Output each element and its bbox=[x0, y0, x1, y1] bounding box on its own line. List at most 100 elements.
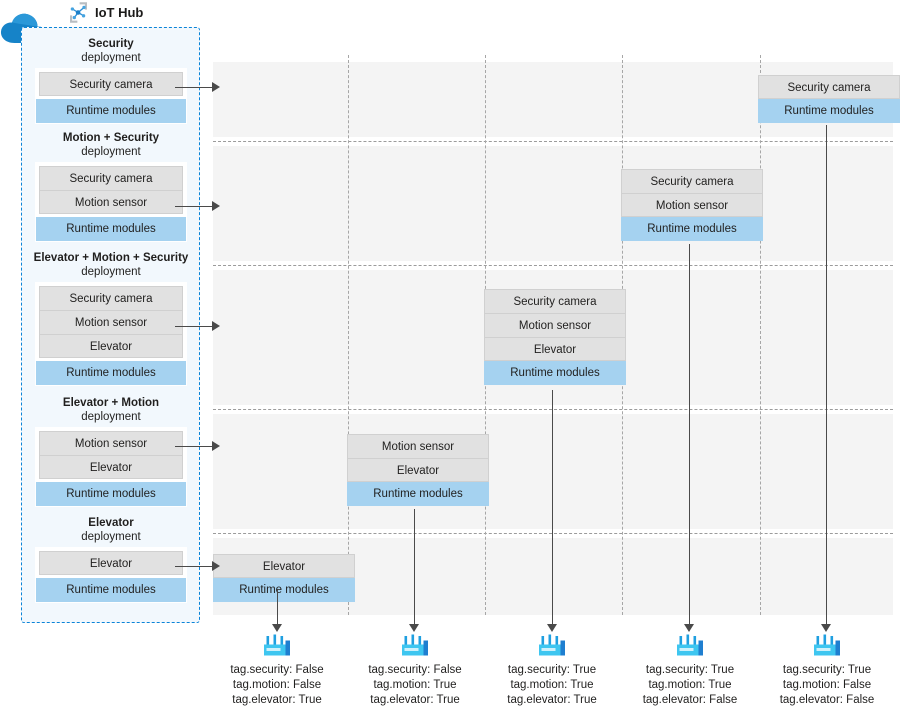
deployment-label: Elevator + Motion + Security deployment bbox=[22, 252, 200, 279]
runtime-modules-bar: Runtime modules bbox=[36, 217, 186, 241]
device-tag: tag.elevator: False bbox=[642, 694, 738, 706]
device-1[interactable]: tag.security: False tag.motion: True tag… bbox=[335, 634, 495, 708]
device-tags: tag.security: False tag.motion: True tag… bbox=[335, 663, 495, 708]
deployment-motion-security[interactable]: Motion + Security deployment Security ca… bbox=[22, 132, 200, 242]
device-arrow bbox=[547, 390, 558, 635]
deployment-sub: deployment bbox=[81, 410, 141, 423]
runtime-modules-bar: Runtime modules bbox=[621, 217, 763, 241]
device-tag: tag.motion: False bbox=[782, 679, 872, 691]
deployment-card: Motion sensor Elevator Runtime modules bbox=[35, 427, 187, 507]
deployment-arrow bbox=[175, 441, 220, 452]
grid-deployment-box[interactable]: Security camera Motion sensor Runtime mo… bbox=[621, 169, 763, 241]
deployment-elevator-motion-security[interactable]: Elevator + Motion + Security deployment … bbox=[22, 252, 200, 386]
deployment-sub: deployment bbox=[81, 51, 141, 64]
deployment-label: Elevator deployment bbox=[22, 517, 200, 544]
device-tags: tag.security: True tag.motion: True tag.… bbox=[472, 663, 632, 708]
runtime-modules-bar: Runtime modules bbox=[484, 361, 626, 385]
module-item: Security camera bbox=[39, 72, 183, 96]
deployment-sub: deployment bbox=[81, 145, 141, 158]
deployment-label: Elevator + Motion deployment bbox=[22, 397, 200, 424]
grid-column-separator bbox=[760, 55, 761, 615]
module-item: Motion sensor bbox=[621, 193, 763, 217]
device-3[interactable]: tag.security: True tag.motion: True tag.… bbox=[610, 634, 770, 708]
grid-deployment-box[interactable]: Security camera Motion sensor Elevator R… bbox=[484, 289, 626, 385]
deployment-card: Security camera Motion sensor Runtime mo… bbox=[35, 162, 187, 242]
deployment-card: Security camera Runtime modules bbox=[35, 68, 187, 124]
deployment-label: Motion + Security deployment bbox=[22, 132, 200, 159]
module-item: Security camera bbox=[39, 286, 183, 310]
deployment-card: Security camera Motion sensor Elevator R… bbox=[35, 282, 187, 386]
device-tags: tag.security: True tag.motion: True tag.… bbox=[610, 663, 770, 708]
module-item: Security camera bbox=[621, 169, 763, 193]
module-item: Security camera bbox=[39, 166, 183, 190]
runtime-modules-bar: Runtime modules bbox=[347, 482, 489, 506]
grid-column-separator bbox=[348, 55, 349, 615]
module-item: Elevator bbox=[213, 554, 355, 578]
deployment-sub: deployment bbox=[81, 265, 141, 278]
device-arrow bbox=[409, 509, 420, 635]
runtime-modules-bar: Runtime modules bbox=[758, 99, 900, 123]
device-tag: tag.security: False bbox=[230, 664, 324, 676]
device-arrow bbox=[272, 590, 283, 635]
device-arrow bbox=[684, 244, 695, 635]
deployment-elevator-motion[interactable]: Elevator + Motion deployment Motion sens… bbox=[22, 397, 200, 507]
factory-icon bbox=[539, 634, 565, 656]
module-item: Elevator bbox=[39, 334, 183, 358]
deployment-name: Elevator + Motion + Security bbox=[33, 252, 189, 264]
deployment-sub: deployment bbox=[81, 530, 141, 543]
module-item: Motion sensor bbox=[39, 190, 183, 214]
device-2[interactable]: tag.security: True tag.motion: True tag.… bbox=[472, 634, 632, 708]
module-item: Motion sensor bbox=[484, 313, 626, 337]
device-tag: tag.motion: False bbox=[232, 679, 322, 691]
runtime-modules-bar: Runtime modules bbox=[36, 361, 186, 385]
factory-icon bbox=[402, 634, 428, 656]
grid-row-separator bbox=[213, 141, 893, 142]
factory-icon bbox=[814, 634, 840, 656]
deployment-name: Security bbox=[88, 38, 134, 50]
deployment-name: Elevator bbox=[88, 517, 134, 529]
grid-deployment-box[interactable]: Security camera Runtime modules bbox=[758, 75, 900, 123]
device-4[interactable]: tag.security: True tag.motion: False tag… bbox=[747, 634, 906, 708]
device-tag: tag.security: True bbox=[507, 664, 597, 676]
device-tags: tag.security: False tag.motion: False ta… bbox=[197, 663, 357, 708]
factory-icon bbox=[264, 634, 290, 656]
grid-deployment-box[interactable]: Elevator Runtime modules bbox=[213, 554, 355, 602]
runtime-modules-bar: Runtime modules bbox=[213, 578, 355, 602]
device-tag: tag.motion: True bbox=[648, 679, 732, 691]
device-tag: tag.motion: True bbox=[373, 679, 457, 691]
deployment-name: Motion + Security bbox=[62, 132, 160, 144]
factory-icon bbox=[677, 634, 703, 656]
deployment-arrow bbox=[175, 321, 220, 332]
runtime-modules-bar: Runtime modules bbox=[36, 578, 186, 602]
deployment-elevator[interactable]: Elevator deployment Elevator Runtime mod… bbox=[22, 517, 200, 603]
iot-hub-title: IoT Hub bbox=[68, 2, 143, 23]
grid-deployment-box[interactable]: Motion sensor Elevator Runtime modules bbox=[347, 434, 489, 506]
device-arrow bbox=[821, 125, 832, 635]
module-item: Motion sensor bbox=[39, 431, 183, 455]
deployment-arrow bbox=[175, 201, 220, 212]
device-tag: tag.elevator: True bbox=[507, 694, 597, 706]
iot-hub-title-label: IoT Hub bbox=[95, 5, 144, 20]
module-item: Motion sensor bbox=[39, 310, 183, 334]
deployment-name: Elevator + Motion bbox=[62, 397, 160, 409]
module-item: Security camera bbox=[758, 75, 900, 99]
iot-hub-node-graph-icon bbox=[70, 2, 87, 23]
device-tags: tag.security: True tag.motion: False tag… bbox=[747, 663, 906, 708]
module-item: Security camera bbox=[484, 289, 626, 313]
device-tag: tag.security: True bbox=[782, 664, 872, 676]
device-tag: tag.elevator: True bbox=[232, 694, 322, 706]
module-item: Motion sensor bbox=[347, 434, 489, 458]
device-tag: tag.motion: True bbox=[510, 679, 594, 691]
module-item: Elevator bbox=[39, 455, 183, 479]
deployment-security[interactable]: Security deployment Security camera Runt… bbox=[22, 38, 200, 124]
deployment-arrow bbox=[175, 82, 220, 93]
runtime-modules-bar: Runtime modules bbox=[36, 482, 186, 506]
device-0[interactable]: tag.security: False tag.motion: False ta… bbox=[197, 634, 357, 708]
module-item: Elevator bbox=[39, 551, 183, 575]
grid-row-separator bbox=[213, 265, 893, 266]
device-tag: tag.security: True bbox=[645, 664, 735, 676]
grid-row-band bbox=[213, 146, 893, 261]
runtime-modules-bar: Runtime modules bbox=[36, 99, 186, 123]
deployment-card: Elevator Runtime modules bbox=[35, 547, 187, 603]
module-item: Elevator bbox=[484, 337, 626, 361]
